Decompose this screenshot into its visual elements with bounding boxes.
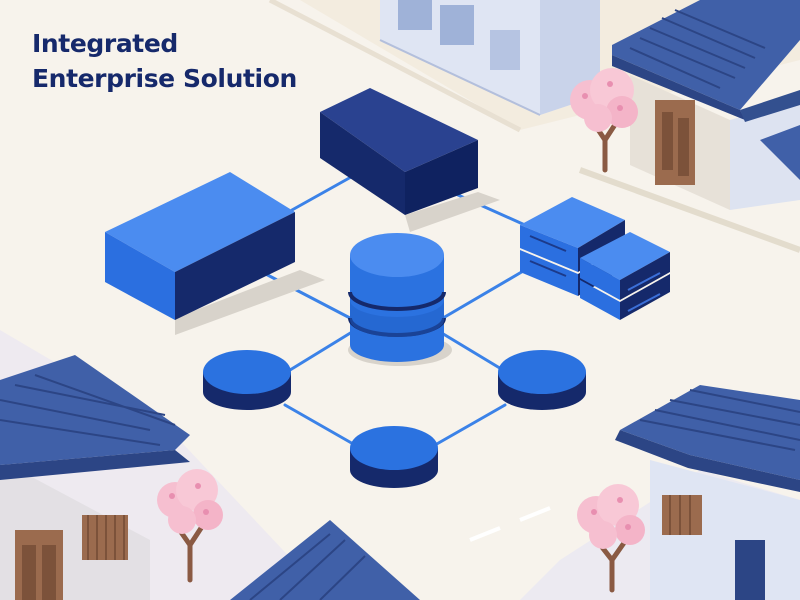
- network-connectors: [256, 170, 527, 447]
- road-marking: [519, 506, 551, 522]
- cherry-blossom-tree-icon: [577, 484, 645, 593]
- server-block-icon: [105, 172, 325, 335]
- headline: Integrated Enterprise Solution: [32, 26, 297, 96]
- connector-line: [433, 403, 507, 447]
- headline-line-1: Integrated: [32, 29, 178, 58]
- connector-line: [283, 403, 357, 447]
- connector-line: [290, 170, 362, 212]
- hanok-house-icon: [615, 385, 800, 600]
- hanok-house-icon: [612, 0, 800, 210]
- modern-building-top: [379, 0, 600, 116]
- headline-line-2: Enterprise Solution: [32, 64, 297, 93]
- cherry-blossom-tree-icon: [157, 469, 223, 583]
- cherry-blossom-tree-icon: [570, 68, 638, 173]
- node-disk-right: [498, 350, 586, 410]
- connector-line: [288, 330, 354, 372]
- database-icon: [348, 233, 452, 366]
- hanok-house-icon: [0, 355, 190, 600]
- connector-line: [256, 268, 352, 320]
- server-block-icon: [320, 88, 500, 232]
- connector-line: [438, 330, 505, 372]
- connector-line: [441, 268, 527, 320]
- node-disk-bottom: [350, 426, 438, 488]
- road-marking: [469, 526, 501, 542]
- node-disk-left: [203, 350, 291, 410]
- hanok-roof-bottom: [230, 520, 420, 600]
- storage-disk-icon: [580, 232, 670, 320]
